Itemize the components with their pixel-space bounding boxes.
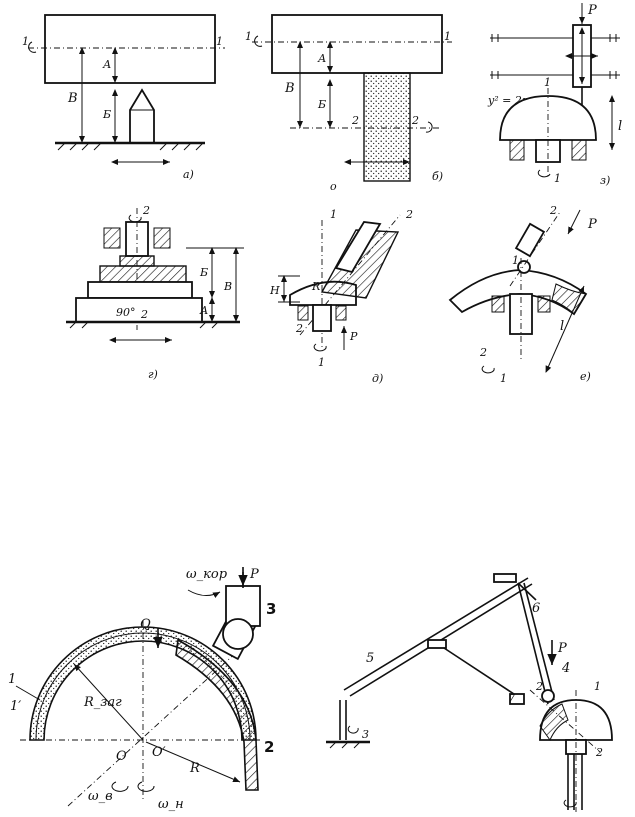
part3-label: 3 bbox=[266, 600, 276, 618]
part1p-label: 1′ bbox=[10, 699, 21, 714]
dim-l-label: l bbox=[560, 319, 564, 334]
label-2a: 2 bbox=[535, 680, 543, 693]
axis-label-right: 1 bbox=[444, 30, 451, 43]
figure-right-mechanism: P 6 5 4 2 1 7 3 2 bbox=[326, 573, 613, 812]
dim-b-label: Б bbox=[102, 108, 111, 121]
axis-label-bottom: 2 bbox=[140, 308, 148, 321]
caption-z: з) bbox=[600, 174, 610, 187]
grinding-wheel bbox=[363, 72, 411, 182]
part5-lever bbox=[343, 577, 529, 691]
panel-z: P y² = 2px 1 1 l з) bbox=[487, 3, 622, 187]
force-label: P bbox=[587, 3, 597, 18]
axis-label-top: 1 bbox=[330, 208, 337, 221]
part3-label: 3 bbox=[362, 728, 369, 741]
part7-label: 7 bbox=[508, 692, 515, 705]
part2-label: 2 bbox=[264, 738, 274, 756]
roller-holder bbox=[514, 222, 546, 258]
force-label: P bbox=[349, 330, 358, 343]
dim-v-label: В bbox=[67, 91, 78, 106]
label-1: 1 bbox=[594, 680, 601, 693]
dim-v-label: В bbox=[223, 280, 232, 293]
omega-kor-label: ω_кор bbox=[186, 567, 228, 582]
figure-left-rolling-schema: P ω_кор Q 3 1 1′ R_заг O O′ R 2 ω_в ω_н bbox=[8, 567, 276, 812]
label-2b: 2 bbox=[595, 746, 603, 759]
axis-label-left: 2 bbox=[295, 322, 303, 335]
axis2-label-left: 2 bbox=[351, 114, 359, 127]
part1-label: 1 bbox=[8, 672, 16, 687]
mark-o: o bbox=[330, 180, 337, 193]
panel-b: 1 1 В А Б 2 2 o б) bbox=[245, 14, 452, 193]
axis-label: 1 bbox=[544, 76, 551, 89]
axis-bottom2-label: 1 bbox=[500, 372, 507, 385]
workpiece-block bbox=[44, 14, 216, 84]
dim-b-label: Б bbox=[199, 266, 208, 279]
load-label: Q bbox=[140, 617, 151, 632]
axis-bottom-label: 2 bbox=[479, 346, 487, 359]
workpiece-disc bbox=[87, 281, 193, 299]
table bbox=[75, 297, 203, 323]
r-zag-label: R_заг bbox=[83, 695, 122, 710]
workpiece-block bbox=[271, 14, 443, 74]
part7-roller bbox=[541, 689, 555, 703]
caption-d: д) bbox=[372, 372, 383, 385]
rotation-arrow bbox=[28, 41, 37, 53]
tool-body bbox=[320, 229, 400, 299]
panel-d: 1 2 H R 2 P 1 д) bbox=[269, 208, 413, 385]
part6-link bbox=[517, 582, 549, 705]
part6-label: 6 bbox=[532, 601, 540, 616]
center-o-label: O bbox=[116, 749, 127, 764]
part4-label: 4 bbox=[561, 661, 570, 676]
dim-b-label: Б bbox=[317, 98, 326, 111]
part5-label: 5 bbox=[366, 651, 374, 666]
angle-label: 90° bbox=[116, 306, 136, 319]
dim-a-label: А bbox=[199, 304, 208, 317]
axis-tool-label: 2 bbox=[549, 204, 557, 217]
caption-e: е) bbox=[580, 370, 591, 383]
omega-v-label: ω_в bbox=[88, 789, 113, 804]
radius-label: R bbox=[189, 761, 200, 776]
radius-label: R bbox=[311, 280, 320, 293]
axis-label-right: 2 bbox=[405, 208, 413, 221]
axis-label-bottom: 1 bbox=[318, 356, 325, 369]
axis-label-bottom: 1 bbox=[554, 172, 561, 185]
caption-g: г) bbox=[148, 368, 158, 381]
caption-b: б) bbox=[432, 170, 443, 183]
panel-e: 2 P 1 l 2 1 е) bbox=[448, 204, 597, 385]
axis2-label-right: 2 bbox=[411, 114, 419, 127]
panel-g: 2 90° 2 Б А В г) bbox=[66, 204, 244, 381]
part3-roller bbox=[222, 618, 254, 650]
dim-l-label: l bbox=[618, 119, 622, 134]
cone-tool bbox=[129, 88, 155, 144]
dim-v-label: В bbox=[284, 81, 295, 96]
dim-h-label: H bbox=[269, 284, 280, 297]
part2-mandrel bbox=[175, 638, 259, 791]
dim-a-label: А bbox=[317, 52, 326, 65]
axis-label-left: 1 bbox=[245, 30, 252, 43]
axis-label-right: 1 bbox=[216, 35, 223, 48]
dim-a-label: А bbox=[102, 58, 111, 71]
axis-label-top: 2 bbox=[142, 204, 150, 217]
caption-a: а) bbox=[183, 168, 194, 181]
force-label: P bbox=[249, 567, 259, 582]
panel-a: 1 1 В А Б а) bbox=[22, 14, 225, 181]
die-top bbox=[99, 265, 187, 283]
omega-n-label: ω_н bbox=[158, 797, 184, 812]
force-label: P bbox=[587, 217, 597, 232]
force-label: P bbox=[557, 641, 567, 656]
axis-label-left: 1 bbox=[22, 35, 29, 48]
axis-top-label: 1 bbox=[512, 254, 519, 267]
